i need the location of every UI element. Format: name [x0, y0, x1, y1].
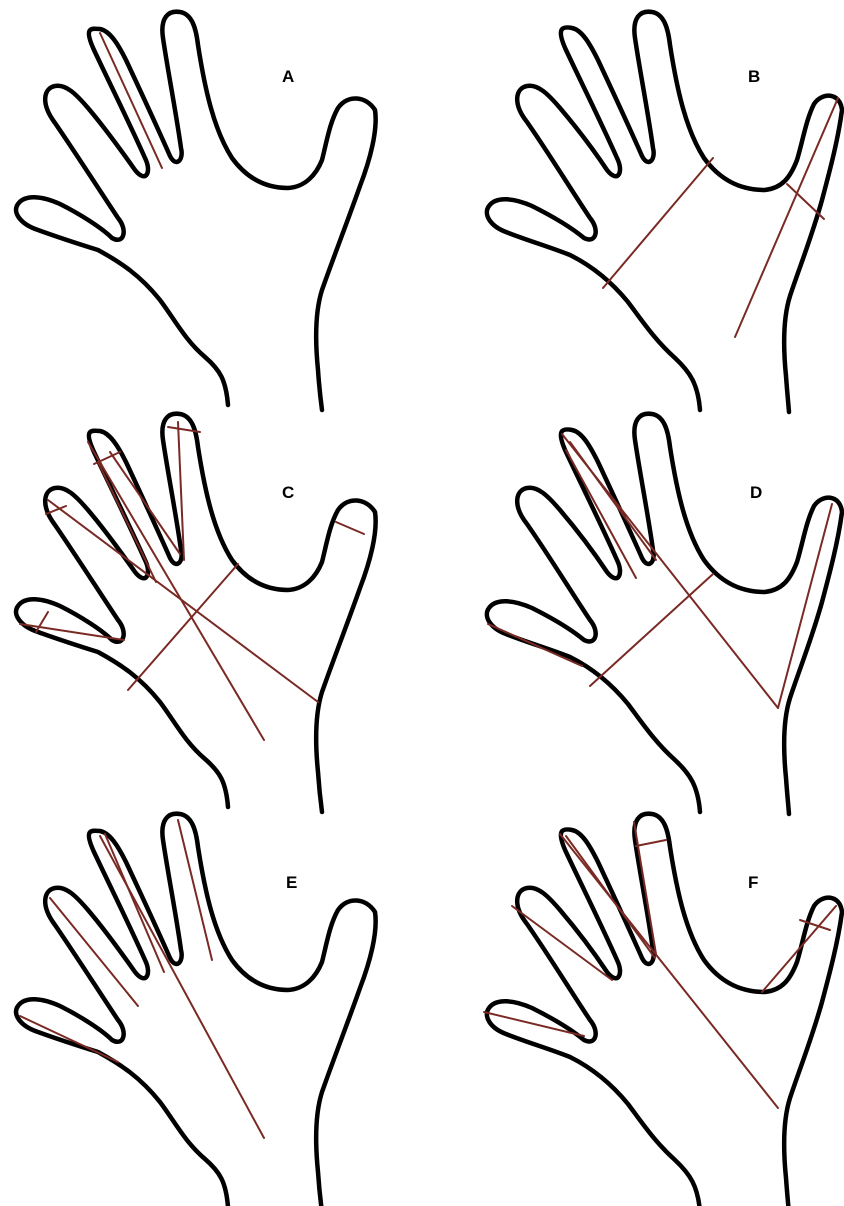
panel-label: D [750, 483, 762, 502]
panel-a: A [16, 12, 376, 410]
panel-label: F [748, 873, 758, 892]
measurement-line [20, 1016, 118, 1062]
measurement-line [100, 33, 162, 168]
panel-label: B [748, 67, 760, 86]
hand-outline [487, 414, 842, 814]
panel-b: B [487, 12, 842, 412]
panel-e: E [16, 814, 376, 1206]
panel-label: E [286, 873, 297, 892]
hand-outline [487, 814, 842, 1206]
hand-outline [16, 12, 376, 410]
hand-outline [16, 814, 376, 1206]
measurement-line [105, 834, 164, 972]
panel-f: F [484, 814, 842, 1206]
measurement-line [603, 158, 713, 288]
measurement-line [762, 906, 836, 992]
measurement-line [590, 574, 713, 686]
measurement-line [560, 834, 778, 1108]
measurement-line [566, 836, 655, 958]
panel-d: D [487, 414, 842, 814]
measurement-line [88, 442, 264, 740]
measurement-line [128, 564, 238, 690]
panel-c: C [16, 414, 376, 812]
panel-label: C [282, 483, 294, 502]
measurement-line [636, 840, 666, 846]
measurement-line [336, 522, 364, 534]
panel-label: A [282, 67, 294, 86]
